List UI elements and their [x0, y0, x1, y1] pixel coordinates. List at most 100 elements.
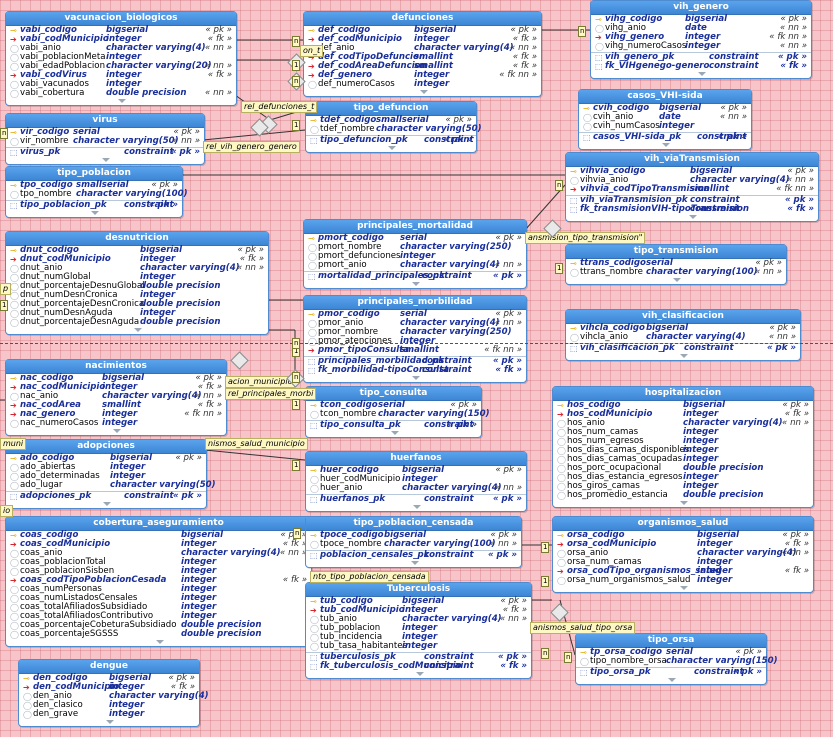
table-title[interactable]: tipo_consulta [306, 387, 481, 401]
table-title[interactable]: vih_clasificacion [566, 310, 800, 324]
collapse-arrow-icon[interactable] [6, 639, 311, 646]
relationship-label[interactable]: anismos_salud_tipo_orsa [530, 622, 636, 634]
table-title[interactable]: nacimientos [6, 360, 226, 374]
table-title[interactable]: huerfanos [306, 452, 526, 466]
collapse-arrow-icon[interactable] [6, 157, 204, 164]
collapse-arrow-icon[interactable] [566, 277, 786, 284]
collapse-arrow-icon[interactable] [566, 214, 818, 221]
collapse-arrow-icon[interactable] [6, 98, 236, 105]
table-title[interactable]: tipo_orsa [576, 634, 766, 648]
table-title[interactable]: tipo_transmision [566, 245, 786, 259]
relationship-label[interactable]: io [0, 505, 14, 517]
collapse-arrow-icon[interactable] [6, 501, 206, 508]
collapse-arrow-icon[interactable] [306, 560, 521, 567]
collapse-arrow-icon[interactable] [579, 142, 751, 149]
collapse-arrow-icon[interactable] [304, 281, 526, 288]
relationship-label[interactable]: p [0, 283, 12, 295]
collapse-arrow-icon[interactable] [6, 210, 182, 217]
table-title[interactable]: cobertura_aseguramiento [6, 517, 311, 531]
collapse-arrow-icon[interactable] [306, 504, 526, 511]
relationship-label[interactable]: nismos_salud_municipio [205, 438, 308, 450]
